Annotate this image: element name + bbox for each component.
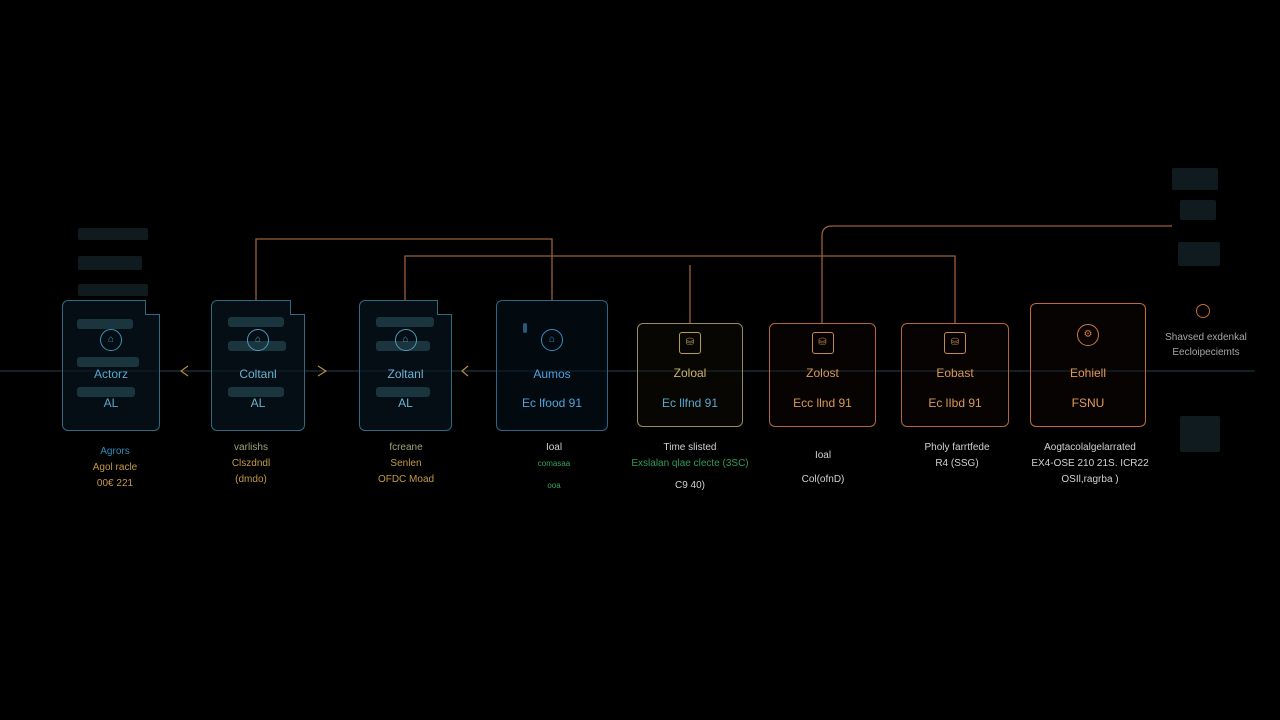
node-stripe <box>77 357 139 367</box>
node-title: Zolost <box>806 366 839 380</box>
node-caption: Pholy farrtfede R4 (SSG) <box>904 440 1010 472</box>
right-decor-block <box>1180 416 1220 452</box>
caption-line: Ioal <box>814 450 832 461</box>
cloud-icon: ⌂ <box>541 329 563 351</box>
pipeline-node-1[interactable]: ⌂ Actorz AL <box>62 300 160 431</box>
arrow-left-1 <box>179 365 189 377</box>
node-subtitle: AL <box>398 396 413 410</box>
connector-mid-left <box>404 255 956 323</box>
node-title: Eobast <box>936 366 974 380</box>
node-subtitle: Ecc llnd 91 <box>793 396 852 410</box>
pipeline-node-5[interactable]: ⛁ Zoloal Ec llfnd 91 <box>637 323 743 427</box>
caption-line: Senlen <box>390 458 422 469</box>
node-caption: Ioal comasaa ooa <box>506 440 602 494</box>
external-label-line2: Eecloipeciemts <box>1172 347 1240 358</box>
database-icon: ⛁ <box>679 332 701 354</box>
caption-line: Pholy farrtfede <box>924 442 990 453</box>
external-label-line1: Shavsed exdenkal <box>1165 332 1247 343</box>
node-stripe <box>228 387 284 397</box>
caption-line: Aogtacolalgelarrated <box>1044 442 1136 453</box>
node-title: Aumos <box>533 367 571 381</box>
right-decor-block <box>1178 242 1220 266</box>
node-caption: Time slisted Exslalan qlae clecte (3SC) … <box>608 440 772 494</box>
left-decor-block <box>78 284 148 296</box>
caption-line: varlishs <box>234 442 268 453</box>
cloud-icon: ⌂ <box>247 329 269 351</box>
node-subtitle: Ec lfood 91 <box>521 396 583 410</box>
cloud-icon: ⌂ <box>100 329 122 351</box>
node-caption: Ioal Col(ofnD) <box>772 448 874 488</box>
node-subtitle: Ec lIbd 91 <box>928 396 982 410</box>
caption-line: Col(ofnD) <box>801 474 845 485</box>
node-title: Eohiell <box>1069 366 1107 380</box>
caption-line: OSIl,ragrba ) <box>1061 474 1119 485</box>
caption-line: OFDC Moad <box>377 474 435 485</box>
node-caption: Agrors Agol racle 00€ 221 <box>65 444 165 492</box>
node-subtitle: FSNU <box>1071 396 1105 410</box>
node-title: Zoltanl <box>387 367 424 381</box>
pipeline-node-6[interactable]: ⛁ Zolost Ecc llnd 91 <box>769 323 876 427</box>
caption-line: (dmdo) <box>235 474 267 485</box>
node-stripe <box>77 387 135 397</box>
caption-line: comasaa <box>537 459 571 468</box>
pipeline-node-8[interactable]: ⚙ Eohiell FSNU <box>1030 303 1146 427</box>
right-decor-block <box>1172 168 1218 190</box>
connector-top-left <box>255 238 553 300</box>
node-caption: fcreane Senlen OFDC Moad <box>356 440 456 488</box>
external-label: Shavsed exdenkal Eecloipeciemts <box>1156 330 1256 360</box>
node-subtitle: Ec llfnd 91 <box>661 396 719 410</box>
node-title: Actorz <box>93 367 128 381</box>
left-decor-block <box>78 256 142 270</box>
connector-icon <box>1196 304 1210 318</box>
caption-line: Exslalan qlae clecte (3SC) <box>631 458 749 469</box>
pipeline-node-4[interactable]: ⌂ Aumos Ec lfood 91 <box>496 300 608 431</box>
caption-line: Clszdndl <box>231 458 271 469</box>
pipeline-node-2[interactable]: ⌂ Coltanl AL <box>211 300 305 431</box>
node-stripe <box>77 319 133 329</box>
pipeline-node-3[interactable]: ⌂ Zoltanl AL <box>359 300 452 431</box>
node-title: Zoloal <box>673 366 707 380</box>
node-title: Coltanl <box>239 367 277 381</box>
caption-line: Time slisted <box>663 442 717 453</box>
database-icon: ⛁ <box>944 332 966 354</box>
right-decor-block <box>1180 200 1216 220</box>
cloud-icon: ⌂ <box>394 329 417 351</box>
node-stripe <box>376 387 430 397</box>
caption-line: Agol racle <box>92 462 138 473</box>
node-stripe <box>523 323 527 333</box>
node-caption: varlishs Clszdndl (dmdo) <box>202 440 300 488</box>
pipeline-node-7[interactable]: ⛁ Eobast Ec lIbd 91 <box>901 323 1009 427</box>
node-caption: Aogtacolalgelarrated EX4-OSE 210 21S. IC… <box>1020 440 1160 488</box>
node-stripe <box>228 317 284 327</box>
caption-line: Agrors <box>100 446 130 457</box>
caption-line: 00€ 221 <box>96 478 134 489</box>
left-decor-block <box>78 228 148 240</box>
gear-icon: ⚙ <box>1077 324 1099 346</box>
connector-top-right <box>821 225 1172 323</box>
node-stripe <box>376 317 434 327</box>
arrow-right-2 <box>317 365 328 377</box>
arrow-left-3 <box>461 365 469 377</box>
caption-line: C9 40) <box>674 480 705 491</box>
caption-line: Ioal <box>545 442 563 453</box>
caption-line: R4 (SSG) <box>935 458 979 469</box>
node-subtitle: AL <box>250 396 266 410</box>
caption-line: ooa <box>547 481 561 490</box>
caption-line: EX4-OSE 210 21S. ICR22 <box>1031 458 1149 469</box>
database-icon: ⛁ <box>811 332 834 354</box>
node-subtitle: AL <box>103 396 119 410</box>
caption-line: fcreane <box>389 442 423 453</box>
